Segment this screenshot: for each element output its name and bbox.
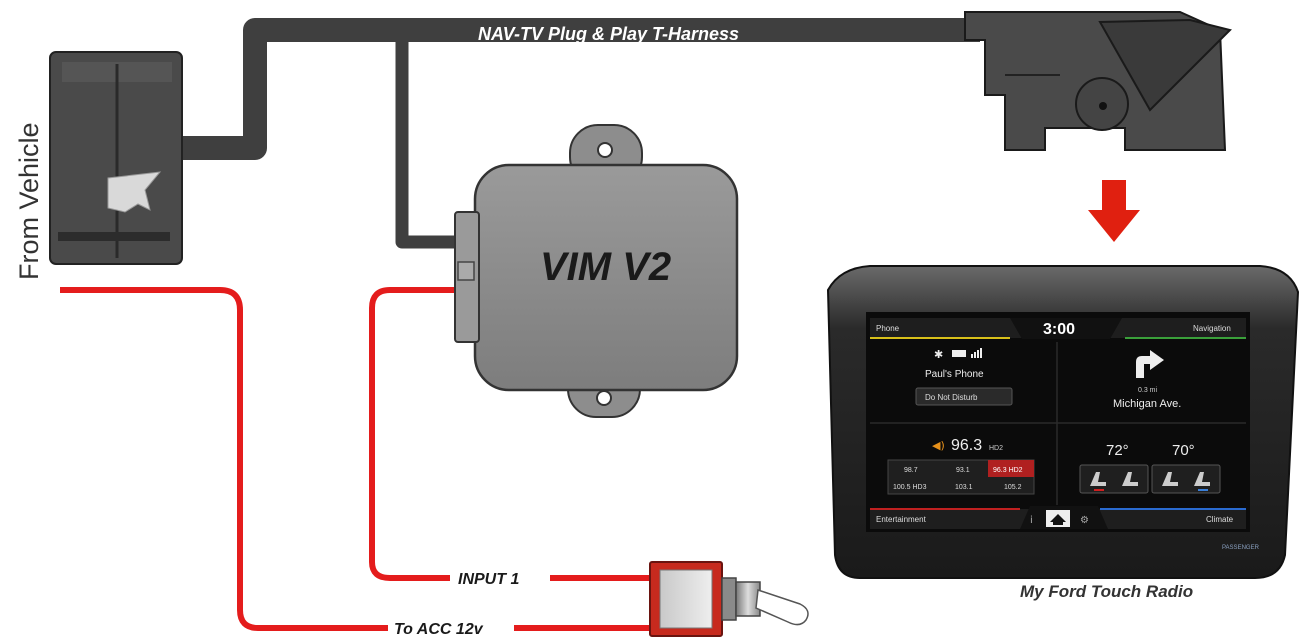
from-vehicle-label: From Vehicle [14, 122, 44, 280]
phone-name: Paul's Phone [925, 369, 984, 380]
toggle-switch[interactable] [650, 562, 808, 636]
radio-connector [965, 12, 1230, 150]
tab-climate[interactable]: Climate [1206, 515, 1234, 524]
settings-icon[interactable]: ⚙ [1080, 515, 1089, 526]
speaker-icon: ◀) [932, 439, 945, 452]
temp-left: 72° [1106, 442, 1129, 459]
do-not-disturb-button[interactable]: Do Not Disturb [925, 393, 978, 402]
preset-6[interactable]: 105.2 [1004, 484, 1022, 491]
module-label: VIM V2 [540, 245, 671, 289]
preset-2[interactable]: 93.1 [956, 467, 970, 474]
nav-street: Michigan Ave. [1113, 398, 1181, 410]
preset-5[interactable]: 103.1 [955, 484, 973, 491]
harness-label: NAV-TV Plug & Play T-Harness [478, 24, 739, 44]
preset-3[interactable]: 96.3 HD2 [993, 467, 1023, 474]
preset-1[interactable]: 98.7 [904, 467, 918, 474]
tab-entertainment[interactable]: Entertainment [876, 515, 927, 524]
battery-icon [952, 350, 966, 357]
preset-grid: 98.7 93.1 96.3 HD2 100.5 HD3 103.1 105.2 [888, 460, 1034, 494]
temp-right: 70° [1172, 442, 1195, 459]
input1-label: INPUT 1 [458, 571, 519, 588]
radio-caption: My Ford Touch Radio [1020, 582, 1193, 601]
vehicle-connector [50, 52, 182, 264]
touch-radio: Phone 3:00 Navigation ✱ Paul's Phone Do … [828, 266, 1298, 578]
acc-label: To ACC 12v [394, 621, 484, 637]
preset-4[interactable]: 100.5 HD3 [893, 484, 927, 491]
station-suffix: HD2 [989, 445, 1003, 452]
toggle-lever[interactable] [756, 590, 808, 625]
down-arrow-icon [1088, 180, 1140, 242]
bluetooth-icon: ✱ [934, 348, 943, 361]
info-icon[interactable]: i [1030, 515, 1033, 526]
tab-navigation[interactable]: Navigation [1193, 324, 1231, 333]
station-frequency: 96.3 [951, 437, 982, 454]
clock: 3:00 [1043, 321, 1075, 338]
passenger-label: PASSENGER [1222, 545, 1260, 551]
nav-distance: 0.3 mi [1138, 387, 1158, 394]
tab-phone[interactable]: Phone [876, 324, 900, 333]
